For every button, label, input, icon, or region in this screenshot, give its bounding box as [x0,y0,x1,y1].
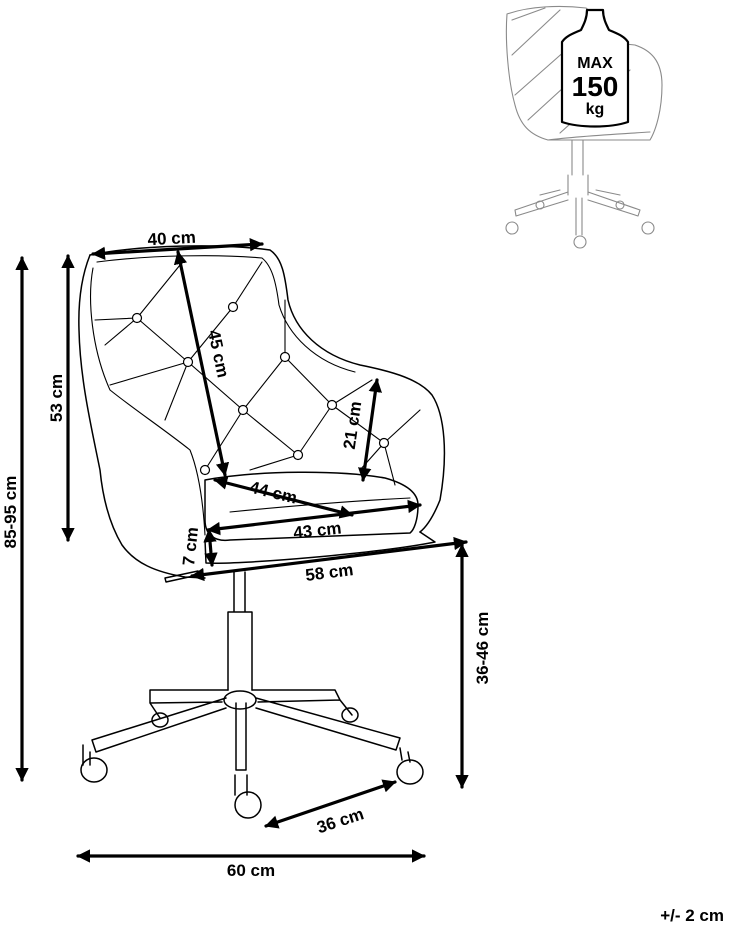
label-total-width: 58 cm [304,560,354,585]
chair-drawing [78,245,446,819]
max-label: MAX [577,55,613,72]
tolerance-note: +/- 2 cm [660,906,724,925]
dimension-labels: 40 cm 45 cm 21 cm 44 cm 43 cm 7 cm 58 cm… [1,228,492,880]
max-unit: kg [586,101,605,118]
base-hub [223,690,257,710]
label-backrest-from-seat: 53 cm [47,374,66,422]
gas-cylinder [227,571,253,691]
tufting-lines [94,261,421,486]
backrest-shell [78,254,206,579]
label-seat-depth: 44 cm [248,478,299,508]
label-seat-thickness: 7 cm [179,526,202,567]
label-total-height: 85-95 cm [1,476,20,549]
base-legs [91,689,401,771]
label-armrest-height: 21 cm [340,400,366,450]
max-value: 150 [572,71,619,102]
label-seat-height: 36-46 cm [473,612,492,685]
label-base-width: 60 cm [227,861,275,880]
label-backrest-height: 45 cm [204,328,233,379]
label-seat-width: 43 cm [292,519,342,543]
dimension-lines [15,238,469,863]
thumbnail-chair [505,5,663,249]
label-caster-spacing: 36 cm [314,804,366,837]
max-load-badge: MAX 150 kg [560,8,630,128]
label-seat-back-width: 40 cm [147,228,196,249]
casters [80,707,424,819]
weight-icon [560,8,630,128]
backrest-inner-left [90,267,206,536]
